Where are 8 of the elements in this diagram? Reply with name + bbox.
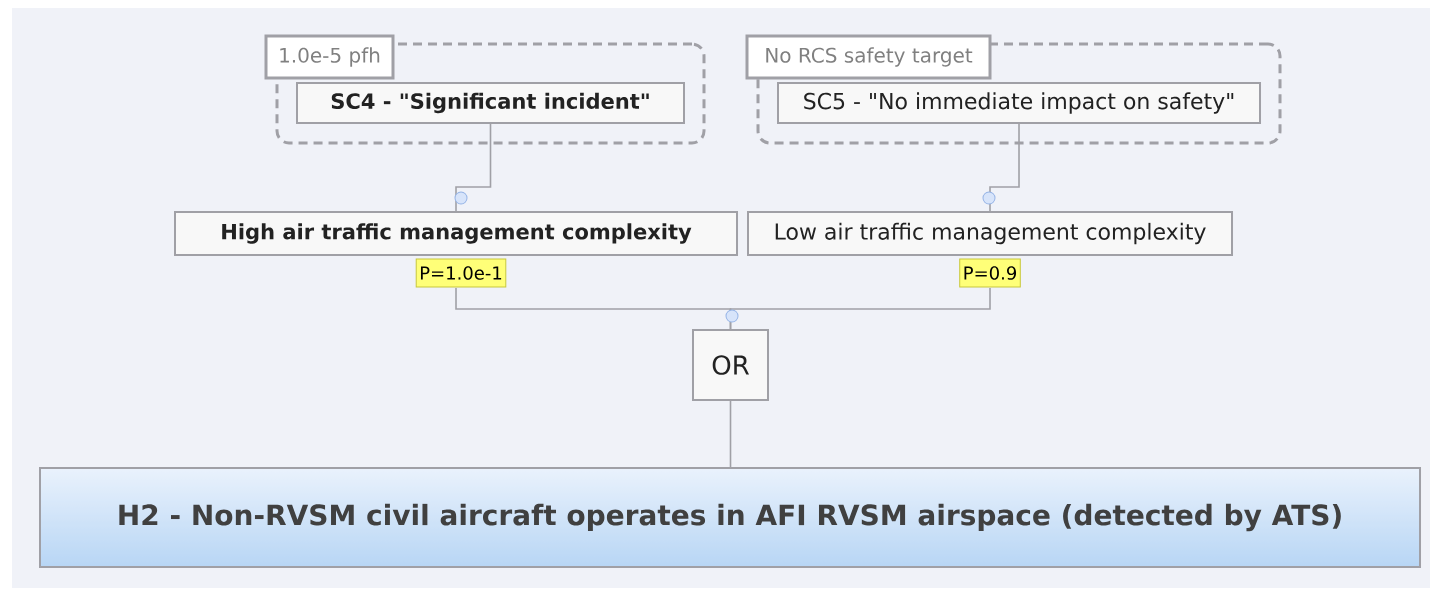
probability-label: P=0.9 [959, 258, 1021, 288]
text-box: SC4 - "Significant incident" [296, 82, 685, 124]
text-box: Low air traffic management complexity [747, 211, 1233, 256]
hazard-banner: H2 - Non-RVSM civil aircraft operates in AFI RVSM airspace (detected by ATS) [39, 467, 1421, 568]
text-box: High air traffic management complexity [174, 211, 738, 256]
text-box: SC5 - "No immediate impact on safety" [777, 82, 1261, 124]
probability-label: P=1.0e-1 [415, 258, 507, 288]
text-box: OR [692, 329, 769, 401]
